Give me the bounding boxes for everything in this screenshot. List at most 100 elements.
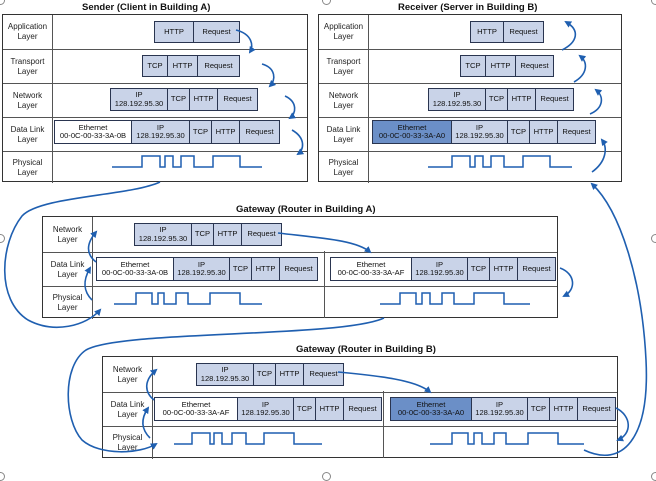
ip-address: 128.192.95.30 — [241, 408, 290, 417]
http-header: HTTP — [251, 258, 279, 280]
flow-arrow — [337, 371, 432, 394]
sender-network-packet: IP 128.192.95.30 TCP HTTP Request — [110, 88, 258, 111]
ip-label: IP — [156, 122, 165, 132]
physical-signal — [174, 432, 322, 445]
request-data: Request — [343, 398, 381, 420]
request-data: Request — [241, 224, 281, 245]
request-data: Request — [557, 121, 595, 143]
physical-layer-label: Physical Layer — [319, 152, 369, 183]
physical-row: Physical Layer — [43, 286, 557, 319]
http-header: HTTP — [529, 121, 557, 143]
http-header: HTTP — [471, 22, 503, 42]
mac-address: 00-0C-00-33-3A-AF — [337, 268, 405, 277]
ip-header: IP 128.192.95.30 — [237, 398, 293, 420]
ip-label: IP — [261, 399, 270, 409]
ethernet-header: Ethernet 00-0C-00-33-3A-AF — [331, 258, 411, 280]
application-row: Application Layer — [319, 15, 621, 49]
ethernet-label: Ethernet — [181, 399, 211, 409]
flow-arrow — [615, 407, 630, 442]
http-header: HTTP — [211, 121, 239, 143]
datalink-layer-label: Data Link Layer — [319, 118, 369, 151]
receiver-transport-packet: TCP HTTP Request — [460, 55, 554, 77]
http-header: HTTP — [315, 398, 343, 420]
ethernet-label: Ethernet — [120, 259, 150, 269]
ip-header: IP 128.192.95.30 — [411, 258, 467, 280]
transport-layer-label: Transport Layer — [319, 50, 369, 83]
corner-marker — [322, 0, 331, 5]
gateway-a-out-packet: Ethernet 00-0C-00-33-3A-AF IP 128.192.95… — [330, 257, 556, 281]
ip-label: IP — [221, 365, 229, 374]
physical-row: Physical Layer — [3, 151, 307, 183]
request-data: Request — [577, 398, 615, 420]
physical-layer-label: Physical Layer — [3, 152, 53, 183]
ip-address: 128.192.95.30 — [200, 373, 250, 383]
mac-address: 00-0C-00-33-3A-0B — [101, 268, 169, 277]
gateway-b-out-packet: Ethernet 00-0C-00-33-3A-A0 IP 128.192.95… — [390, 397, 616, 421]
datalink-layer-label: Data Link Layer — [43, 253, 93, 286]
flow-arrow — [84, 266, 93, 301]
receiver-datalink-packet: Ethernet 00-0C-00-33-3A-A0 IP 128.192.95… — [372, 120, 596, 144]
ethernet-label: Ethernet — [397, 122, 427, 132]
tcp-header: TCP — [167, 89, 189, 110]
flow-arrow — [284, 95, 297, 120]
ip-label: IP — [475, 122, 484, 132]
ip-header: IP 128.192.95.30 — [111, 89, 167, 110]
request-data: Request — [217, 89, 257, 110]
interface-divider — [324, 251, 325, 318]
sender-datalink-packet: Ethernet 00-0C-00-33-3A-0B IP 128.192.95… — [54, 120, 280, 144]
ip-label: IP — [495, 399, 504, 409]
tcp-header: TCP — [293, 398, 315, 420]
transport-layer-label: Transport Layer — [3, 50, 53, 83]
physical-layer-label: Physical Layer — [43, 287, 93, 319]
gateway-a-in-packet: Ethernet 00-0C-00-33-3A-0B IP 128.192.95… — [96, 257, 318, 281]
datalink-row: Data Link Layer — [319, 117, 621, 151]
gateway-b-title: Gateway (Router in Building B) — [296, 344, 436, 355]
flow-arrow — [67, 317, 385, 453]
tcp-header: TCP — [527, 398, 549, 420]
request-data: Request — [515, 56, 553, 76]
network-row: Network Layer — [3, 83, 307, 117]
ethernet-header: Ethernet 00-0C-00-33-3A-0B — [55, 121, 131, 143]
sender-transport-packet: TCP HTTP Request — [142, 55, 240, 77]
transport-row: Transport Layer — [3, 49, 307, 83]
flow-arrow — [277, 232, 372, 254]
physical-signal — [114, 292, 262, 305]
flow-arrow — [291, 129, 305, 156]
sender-app-packet: HTTP Request — [154, 21, 240, 43]
datalink-row: Data Link Layer — [103, 392, 617, 426]
tcp-header: TCP — [485, 89, 507, 110]
http-header: HTTP — [213, 224, 241, 245]
flow-arrow — [589, 88, 603, 115]
request-data: Request — [503, 22, 543, 42]
tcp-header: TCP — [467, 258, 489, 280]
receiver-app-packet: HTTP Request — [470, 21, 544, 43]
ip-address: 128.192.95.30 — [114, 98, 164, 108]
corner-marker — [0, 0, 5, 5]
physical-signal — [428, 155, 572, 168]
ethernet-header: Ethernet 00-0C-00-33-3A-A0 — [391, 398, 471, 420]
http-header: HTTP — [189, 89, 217, 110]
request-data: Request — [535, 89, 573, 110]
ethernet-label: Ethernet — [78, 122, 108, 132]
ip-header: IP 128.192.95.30 — [131, 121, 189, 143]
ethernet-label: Ethernet — [356, 259, 386, 269]
flow-arrow — [583, 182, 648, 456]
ip-address: 128.192.95.30 — [138, 233, 188, 243]
mac-address: 00-0C-00-33-3A-AF — [162, 408, 230, 417]
ip-header: IP 128.192.95.30 — [471, 398, 527, 420]
tcp-header: TCP — [191, 224, 213, 245]
gateway-b-network-packet: IP 128.192.95.30 TCP HTTP Request — [196, 363, 344, 386]
ip-address: 128.192.95.30 — [415, 268, 464, 277]
request-data: Request — [239, 121, 279, 143]
datalink-layer-label: Data Link Layer — [103, 393, 153, 426]
http-header: HTTP — [167, 56, 197, 76]
ip-label: IP — [135, 90, 143, 99]
ip-address: 128.192.95.30 — [455, 131, 504, 140]
ip-header: IP 128.192.95.30 — [135, 224, 191, 245]
flow-arrow — [235, 29, 256, 54]
application-layer-label: Application Layer — [3, 15, 53, 49]
ip-header: IP 128.192.95.30 — [429, 89, 485, 110]
physical-signal — [430, 432, 584, 445]
